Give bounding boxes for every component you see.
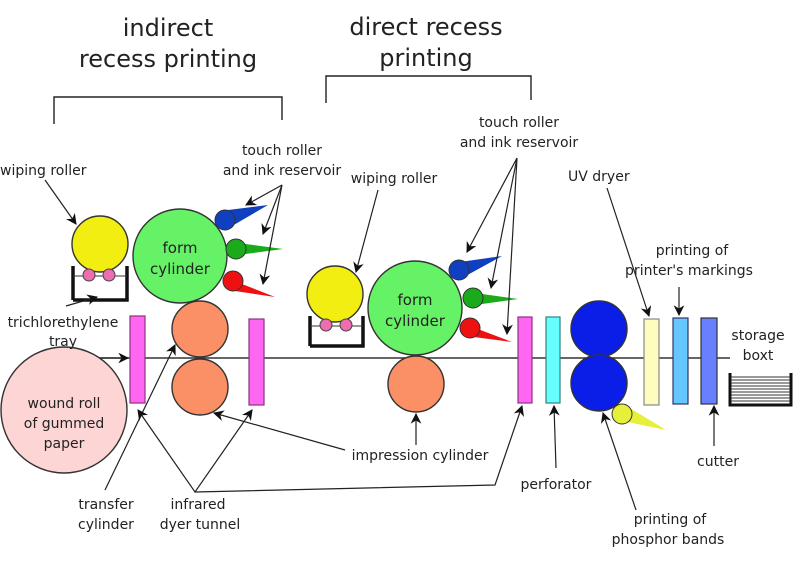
form-cylinder-1-label-1: form (163, 239, 198, 257)
uv-dryer (643, 318, 660, 406)
arrow-touch-1-red (259, 184, 283, 286)
arrow-touch-2-red (502, 157, 518, 336)
wiping-roller-2 (306, 265, 364, 323)
form-cylinder-2-label-2: cylinder (385, 312, 446, 330)
arrow-touch-1-blue (245, 184, 283, 206)
wiping-roller-2-label: wiping roller (351, 171, 438, 187)
uv-dryer-label: UV dryer (568, 169, 630, 185)
wiping-roller-1 (71, 215, 129, 273)
transfer-cylinder-top (171, 300, 229, 358)
arrow-uv-dryer (606, 187, 652, 318)
title-direct-line1: direct recess (349, 13, 502, 41)
ink-reservoir-green-1 (225, 238, 283, 260)
arrow-infrared (137, 409, 253, 494)
impression-cylinder (387, 355, 445, 413)
tray-ball (82, 268, 96, 282)
arrow-wiping-2 (353, 189, 379, 274)
storage-label-2: boxt (743, 348, 774, 364)
bracket-indirect (53, 96, 283, 124)
form-cylinder-2-label-1: form (398, 291, 433, 309)
tray-ball (319, 318, 333, 332)
transfer-cylinder-bottom (171, 358, 229, 416)
arrow-touch-1-green (261, 184, 283, 236)
cutter (700, 317, 718, 405)
form-cylinder-1-label-2: cylinder (150, 260, 211, 278)
ink-reservoir-red-1 (222, 270, 275, 297)
tray-label-1: trichlorethylene (8, 315, 119, 331)
infrared-dryer-2 (248, 318, 265, 406)
transfer-cylinder-label-1: transfer (78, 497, 134, 513)
phosphor-roller-bottom (570, 354, 628, 412)
tray-ball (102, 268, 116, 282)
bracket-direct (325, 75, 532, 103)
arrow-touch-2-blue (466, 157, 518, 253)
wound-roll (0, 346, 128, 474)
touch-roller-2-label-2: and ink reservoir (460, 135, 579, 151)
ink-reservoir-blue-2 (448, 256, 502, 281)
leader-arrows (44, 157, 720, 511)
wiping-roller-1-label: wiping roller (0, 163, 87, 179)
arrow-perforator (548, 404, 560, 469)
form-cylinder-2 (367, 260, 463, 356)
impression-cylinder-label: impression cylinder (352, 448, 489, 464)
touch-roller-2-label-1: touch roller (479, 115, 559, 131)
infrared-label-2: dyer tunnel (160, 517, 241, 533)
touch-roller-1-label-1: touch roller (242, 143, 322, 159)
form-cylinder-1 (132, 208, 228, 304)
cutter-label: cutter (697, 454, 739, 470)
arrow-tray (65, 294, 99, 307)
arrow-impression-1 (212, 410, 346, 451)
ink-reservoir-green-2 (462, 287, 518, 309)
infrared-label-1: infrared (171, 497, 226, 513)
perforator-label: perforator (521, 477, 592, 493)
printers-markings-label-2: printer's markings (625, 263, 753, 279)
phosphor-ink-reservoir (611, 403, 666, 430)
title-direct-line2: printing (379, 44, 473, 72)
tray-ball (339, 318, 353, 332)
infrared-dryer-1 (129, 315, 146, 404)
arrow-touch-2-green (487, 157, 518, 290)
arrow-infrared-3 (194, 404, 524, 493)
arrow-phosphor (601, 411, 637, 511)
perforator (545, 316, 561, 404)
printers-markings-unit (672, 317, 689, 405)
printers-markings-label-1: printing of (656, 243, 730, 259)
arrow-wiping-1 (44, 179, 77, 225)
tray-label-2: tray (49, 334, 77, 350)
storage-label-1: storage (731, 328, 784, 344)
wound-roll-label-3: paper (44, 436, 85, 452)
wound-roll-label-1: wound roll (28, 396, 101, 412)
storage-box (728, 373, 793, 407)
wound-roll-label-2: of gummed (24, 416, 104, 432)
phosphor-label-1: printing of (634, 512, 708, 528)
phosphor-label-2: phosphor bands (612, 532, 725, 548)
title-indirect-line1: indirect (123, 14, 214, 42)
ink-reservoir-blue-1 (214, 205, 268, 231)
ink-reservoir-red-2 (459, 317, 512, 342)
phosphor-roller-top (570, 300, 628, 358)
title-indirect-line2: recess printing (79, 45, 257, 73)
transfer-cylinder-label-2: cylinder (78, 517, 134, 533)
infrared-dryer-3 (517, 316, 533, 404)
touch-roller-1-label-2: and ink reservoir (223, 163, 342, 179)
